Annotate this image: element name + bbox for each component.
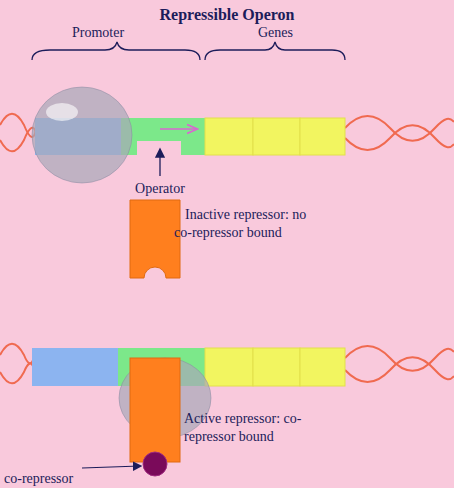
active-repressor [130, 358, 180, 462]
title: Repressible Operon [0, 6, 454, 24]
rna-polymerase [32, 87, 132, 183]
state-label: Inactive repressor: no co-repressor boun… [174, 206, 308, 242]
inactive-repressor [130, 200, 180, 278]
co-repressor-molecule [143, 452, 167, 476]
genes-bracket [205, 42, 345, 60]
operator-pointer [159, 150, 160, 176]
bracket-label: Genes [258, 24, 293, 42]
part-label: co-repressor [4, 470, 73, 488]
co-repressor-pointer [82, 466, 140, 468]
dna-strand [0, 344, 454, 386]
part-label: Operator [126, 180, 194, 198]
promoter-bracket [32, 42, 200, 60]
bracket-label: Promoter [72, 24, 124, 42]
state-label: Active repressor: co-repressor bound [184, 410, 324, 446]
highlight [46, 103, 78, 121]
